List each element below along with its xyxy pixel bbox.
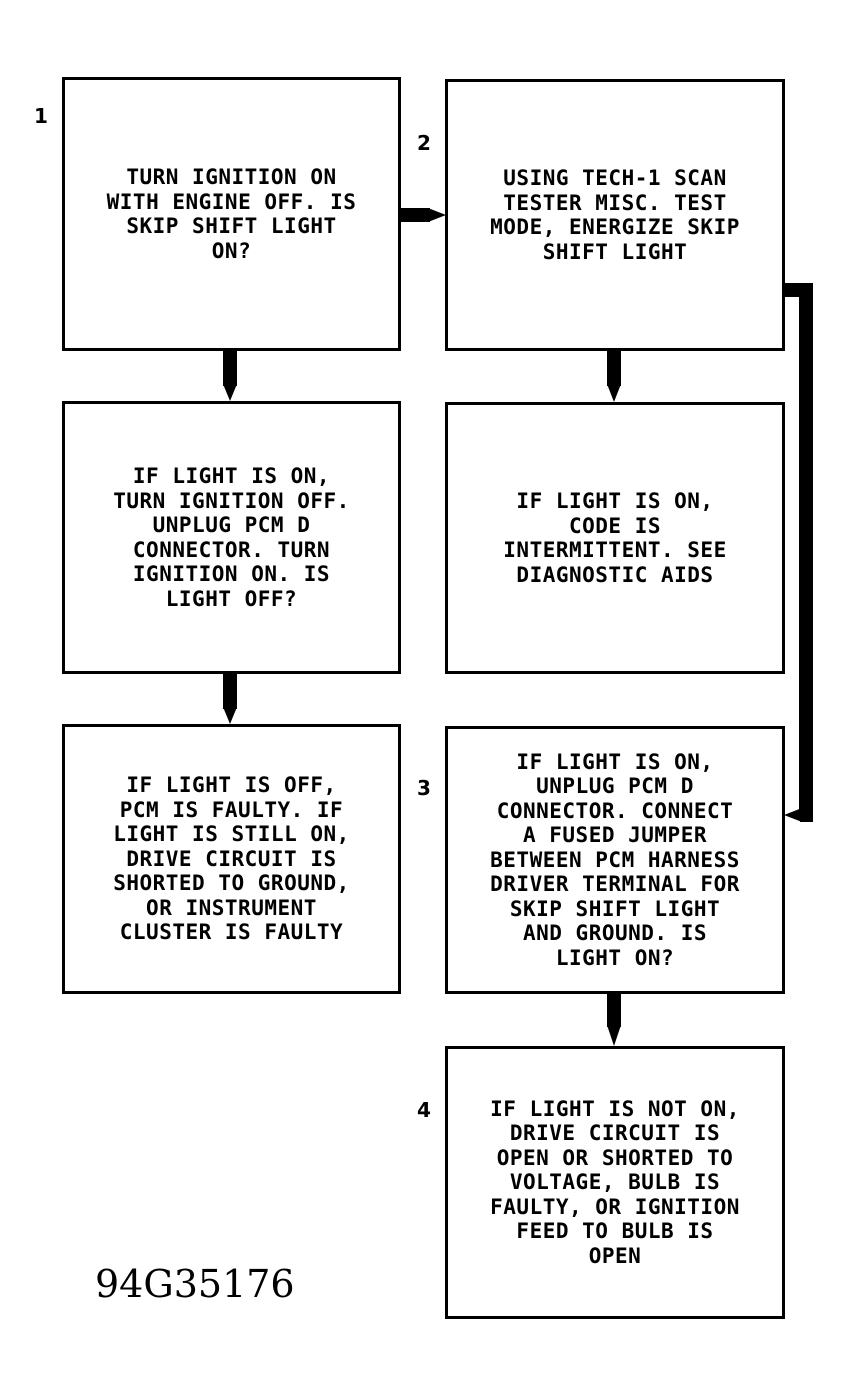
connector-6-to-7 (607, 993, 621, 1027)
light-on-unplug-box: IF LIGHT IS ON, TURN IGNITION OFF. UNPLU… (62, 401, 401, 674)
arrowhead-2-to-4 (607, 384, 621, 402)
step-number-2: 2 (417, 131, 431, 155)
arrowhead-6-to-7 (607, 1025, 621, 1046)
step-number-3: 3 (417, 776, 431, 800)
pcm-faulty-box: IF LIGHT IS OFF, PCM IS FAULTY. IF LIGHT… (62, 724, 401, 994)
connector-1-to-2 (400, 208, 430, 222)
step-1-check-light-box: TURN IGNITION ON WITH ENGINE OFF. IS SKI… (62, 77, 401, 351)
step-number-4: 4 (417, 1098, 431, 1122)
arrowhead-3-to-5 (223, 707, 237, 724)
step-number-1: 1 (34, 104, 48, 128)
connector-1-to-3 (223, 350, 237, 386)
step-4-circuit-open-box: IF LIGHT IS NOT ON, DRIVE CIRCUIT IS OPE… (445, 1046, 785, 1319)
connector-2-to-6 (784, 283, 813, 822)
intermittent-code-box: IF LIGHT IS ON, CODE IS INTERMITTENT. SE… (445, 402, 785, 674)
arrowhead-1-to-2 (428, 208, 446, 222)
step-3-jumper-test-box: IF LIGHT IS ON, UNPLUG PCM D CONNECTOR. … (445, 726, 785, 994)
figure-code: 94G35176 (95, 1262, 295, 1306)
step-2-energize-light-box: USING TECH-1 SCAN TESTER MISC. TEST MODE… (445, 79, 785, 351)
arrowhead-1-to-3 (223, 384, 237, 401)
connector-2-to-4 (607, 350, 621, 386)
arrowhead-2-to-6 (784, 808, 802, 822)
connector-3-to-5 (223, 673, 237, 709)
